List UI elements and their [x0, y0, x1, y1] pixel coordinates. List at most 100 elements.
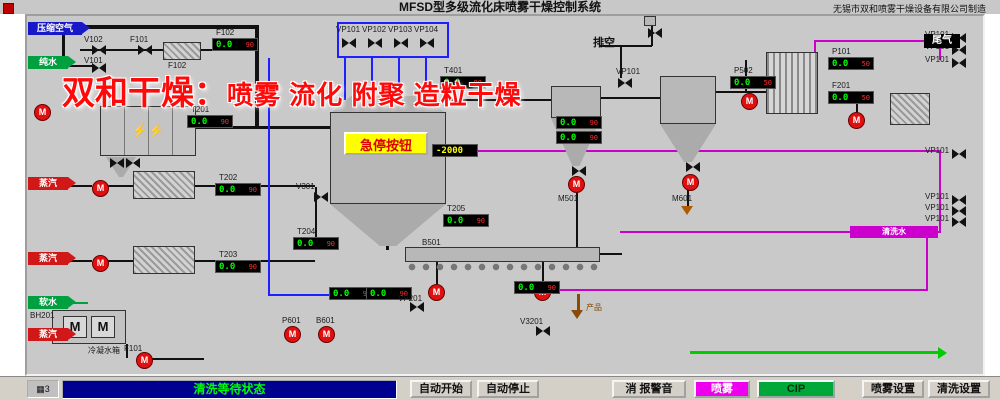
valve-icon[interactable] [572, 166, 586, 176]
pump-icon[interactable]: M [34, 104, 51, 121]
pump-icon[interactable]: M [284, 326, 301, 343]
emergency-stop-button[interactable]: 急停按钮 [344, 132, 428, 155]
display-value: 0.0 [560, 117, 577, 128]
counter-value: 3 [44, 384, 50, 394]
valve-icon[interactable] [536, 326, 550, 336]
title-bar: MFSD型多级流化床喷雾干燥控制系统 无锡市双和喷雾干燥设备有限公司制造 [0, 0, 1000, 14]
pipe [62, 65, 92, 67]
display-value: 0.0 [734, 77, 751, 88]
valve-icon[interactable] [952, 217, 966, 227]
pump-icon[interactable]: M [136, 352, 153, 369]
display-setpoint: 50 [763, 78, 772, 87]
valve-icon[interactable] [952, 195, 966, 205]
pump-icon[interactable]: M [92, 180, 109, 197]
component-label: VP201 [398, 294, 423, 303]
display-label: T204 [297, 227, 316, 236]
valve-icon[interactable] [368, 38, 382, 48]
button-auto-start[interactable]: 自动开始 [410, 380, 472, 398]
pipe [436, 262, 438, 284]
valve-icon[interactable] [648, 28, 662, 38]
valve-icon[interactable] [342, 38, 356, 48]
pipe [600, 45, 652, 47]
valve-icon[interactable] [952, 58, 966, 68]
digital-display[interactable]: -2000 [432, 144, 478, 157]
valve-icon[interactable] [92, 63, 106, 73]
button-clean-settings[interactable]: 清洗设置 [928, 380, 990, 398]
display-setpoint: 50 [861, 93, 870, 102]
button-auto-stop[interactable]: 自动停止 [477, 380, 539, 398]
feed-label: 软水 [28, 296, 76, 309]
pipe [542, 262, 544, 284]
feed-label: 蒸汽 [28, 252, 76, 265]
valve-icon[interactable] [686, 162, 700, 172]
component-label: V3201 [520, 317, 544, 326]
pump-icon[interactable]: M [848, 112, 865, 129]
feed-label: 压缩空气 [28, 22, 90, 35]
valve-icon[interactable] [110, 158, 124, 168]
pump-icon[interactable]: M [92, 255, 109, 272]
pipe [196, 126, 332, 129]
valve-icon[interactable] [394, 38, 408, 48]
button-mute-alarm[interactable]: 消 报警音 [612, 380, 686, 398]
vessel-wheels [408, 263, 598, 271]
feed-label: 纯水 [28, 56, 76, 69]
component-label: VP101 [336, 25, 361, 34]
valve-icon[interactable] [952, 45, 966, 55]
arrow-right-icon [68, 177, 76, 189]
motor-icon: M [91, 316, 115, 338]
valve-icon[interactable] [138, 45, 152, 55]
alarm-counter[interactable]: ▦3 [27, 380, 59, 398]
valve-icon[interactable] [952, 206, 966, 216]
pump-icon[interactable]: M [568, 176, 585, 193]
display-setpoint: 90 [248, 262, 257, 271]
vessel-rect [405, 247, 600, 262]
vessel-filter: ⚡⚡ [100, 106, 196, 156]
valve-icon[interactable] [618, 78, 632, 88]
valve-icon[interactable] [126, 158, 140, 168]
display-value: 0.0 [832, 58, 849, 69]
component-label: B501 [422, 238, 441, 247]
display-value: 0.0 [191, 116, 208, 127]
digital-display[interactable]: 0.0 50 [730, 76, 776, 89]
display-label: T202 [219, 173, 238, 182]
vessel-cone [660, 124, 716, 162]
button-spray-settings[interactable]: 喷雾设置 [862, 380, 924, 398]
button-cip[interactable]: CIP [757, 380, 835, 398]
pump-icon[interactable]: M [318, 326, 335, 343]
arrow-down-icon [571, 310, 583, 319]
valve-icon[interactable] [410, 302, 424, 312]
arrow-down-icon [681, 206, 693, 215]
pump-icon[interactable]: M [428, 284, 445, 301]
valve-icon[interactable] [420, 38, 434, 48]
display-setpoint: 90 [399, 289, 408, 298]
display-value: 0.0 [447, 215, 464, 226]
component-label: VP102 [362, 25, 387, 34]
pump-icon[interactable]: M [682, 174, 699, 191]
component-label: V101 [84, 56, 103, 65]
pump-icon[interactable]: M [741, 93, 758, 110]
display-setpoint: 90 [473, 78, 482, 87]
display-label: F201 [832, 81, 851, 90]
pipe [60, 25, 258, 29]
valve-icon[interactable] [314, 192, 328, 202]
valve-icon[interactable] [92, 45, 106, 55]
vessel-hatch [890, 93, 930, 125]
vessel-hatch [133, 246, 195, 274]
feed-label: 蒸汽 [28, 328, 76, 341]
button-spray[interactable]: 喷雾 [694, 380, 750, 398]
valve-icon[interactable] [952, 149, 966, 159]
